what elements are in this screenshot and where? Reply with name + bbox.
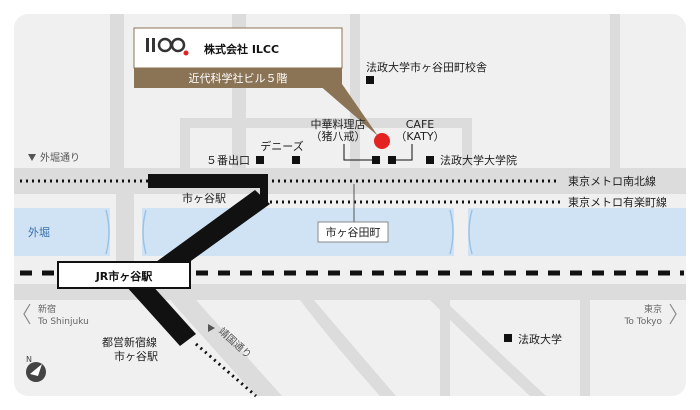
landmark-square [388, 156, 396, 164]
metro-station-label: 市ヶ谷駅 [182, 191, 226, 205]
west-direction-en: To Shinjuku [37, 317, 89, 327]
dennys-label: デニーズ [260, 139, 303, 153]
toei-line [195, 342, 257, 398]
triangle-marker-icon [28, 154, 36, 161]
cafe-leader-line [396, 144, 413, 161]
road-segment [300, 300, 396, 396]
jr-station-box [57, 261, 191, 289]
moat-edge [105, 209, 110, 255]
landmark-square [256, 156, 264, 164]
yasukuni-dori-diagonal [170, 300, 282, 396]
west-direction-label: 新宿 [38, 303, 56, 315]
metro-connector [260, 186, 268, 204]
toei-station-label: 市ヶ谷駅 [114, 349, 158, 363]
road-segment [180, 118, 472, 128]
east-direction-en: To Tokyo [623, 317, 662, 327]
road-segment [430, 300, 546, 396]
jr-station-label: JR市ヶ谷駅 [95, 269, 153, 283]
north-compass-icon: N [26, 355, 46, 382]
moat-section [468, 208, 686, 256]
sotobori-dori-label: 外堀通り [40, 152, 80, 164]
exit5-label: ５番出口 [206, 153, 250, 167]
landmark-square [372, 156, 380, 164]
yurakucho-line-label: 東京メトロ有楽町線 [568, 195, 667, 209]
road-segment [350, 14, 360, 184]
hosei-school-label: 法政大学市ヶ谷田町校舎 [366, 60, 487, 74]
metro-station-platform [148, 174, 268, 188]
moat-section [14, 208, 110, 256]
chinese-restaurant-sub: （猪八戒） [311, 130, 366, 143]
tamachi-label: 市ヶ谷田町 [326, 225, 381, 239]
toei-line-label: 都営新宿線 [102, 335, 157, 349]
hosei-university-label: 法政大学 [518, 332, 562, 346]
landmark-square [504, 334, 512, 342]
callout-pointer [318, 84, 378, 136]
metro-connector [156, 190, 270, 276]
svg-text:N: N [26, 355, 32, 364]
east-direction-label: 東京 [644, 303, 662, 315]
building-name: 近代科学社ビル５階 [189, 71, 288, 85]
cafe-label: CAFE [406, 118, 435, 131]
moat-edge [449, 209, 454, 255]
road-segment [440, 284, 450, 396]
road-segment [116, 194, 134, 264]
chevron-right-icon [669, 303, 677, 325]
chinese-restaurant-label: 中華料理店 [311, 117, 366, 131]
ilcc-logo-icon [146, 37, 189, 56]
namboku-line-label: 東京メトロ南北線 [568, 174, 656, 188]
callout-bar [134, 68, 342, 88]
cafe-sub: （KATY） [395, 130, 444, 143]
chevron-left-icon [23, 303, 31, 325]
hosei-graduate-label: 法政大学大学院 [440, 153, 517, 167]
road-segment [180, 118, 190, 178]
sotobori-moat-label: 外堀 [28, 226, 50, 239]
road-segment [580, 284, 590, 396]
road-segment [462, 118, 472, 178]
landmark-square [366, 76, 374, 84]
sotobori-moat [14, 208, 686, 256]
ilcc-location-marker [374, 133, 390, 149]
landmark-square [292, 156, 300, 164]
landmark-square [426, 156, 434, 164]
company-name: 株式会社 ILCC [204, 42, 279, 56]
callout-box [133, 27, 343, 69]
triangle-marker-icon [208, 324, 215, 332]
road-segment [110, 14, 124, 184]
tamachi-label-box [317, 221, 389, 243]
restaurant-leader-line [343, 144, 372, 161]
moat-edge [142, 209, 147, 255]
road-segment [610, 14, 620, 184]
moat-edge [468, 209, 473, 255]
toei-station-platform [126, 274, 196, 346]
